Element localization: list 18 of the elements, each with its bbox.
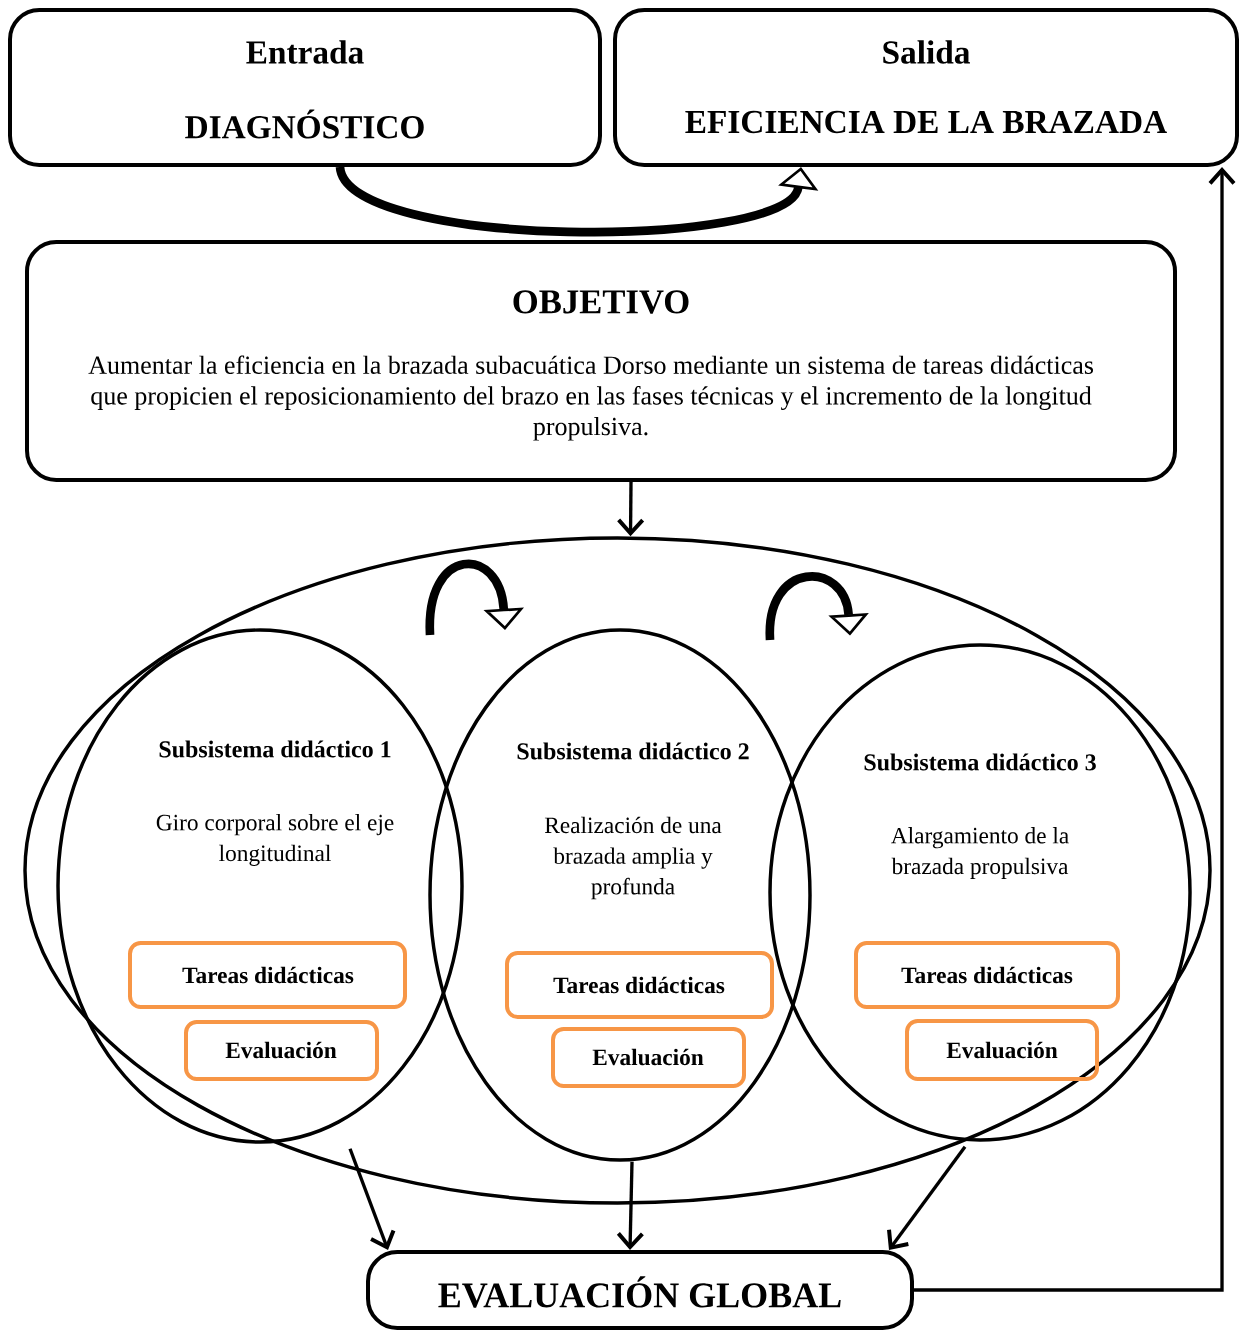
arrow	[348, 1148, 396, 1251]
evaluation-box: Evaluación	[905, 1019, 1099, 1081]
result-box: EVALUACIÓN GLOBAL	[366, 1250, 914, 1330]
arrow	[914, 167, 1236, 1292]
task-box: Tareas didácticas	[505, 951, 774, 1019]
objective-box: OBJETIVO Aumentar la eficiencia en la brazada subacuática Dorso mediante un sistema de tareas didácticas que propicien el reposicionamiento del brazo en las fases técnicas y el incremento de la longitud propulsiva.	[25, 240, 1177, 482]
evaluation-box: Evaluación	[551, 1027, 746, 1088]
arrow	[765, 572, 869, 641]
system-ellipse	[23, 536, 1212, 1205]
task-box: Tareas didácticas	[854, 941, 1120, 1009]
task-box: Tareas didácticas	[128, 941, 407, 1009]
input-box: Entrada DIAGNÓSTICO	[8, 8, 602, 167]
arrow	[616, 1161, 644, 1250]
arrow	[617, 482, 645, 537]
evaluation-box: Evaluación	[184, 1020, 379, 1081]
arrow	[425, 559, 524, 636]
output-box: Salida EFICIENCIA DE LA BRAZADA	[613, 8, 1239, 167]
arrow	[887, 1145, 967, 1250]
